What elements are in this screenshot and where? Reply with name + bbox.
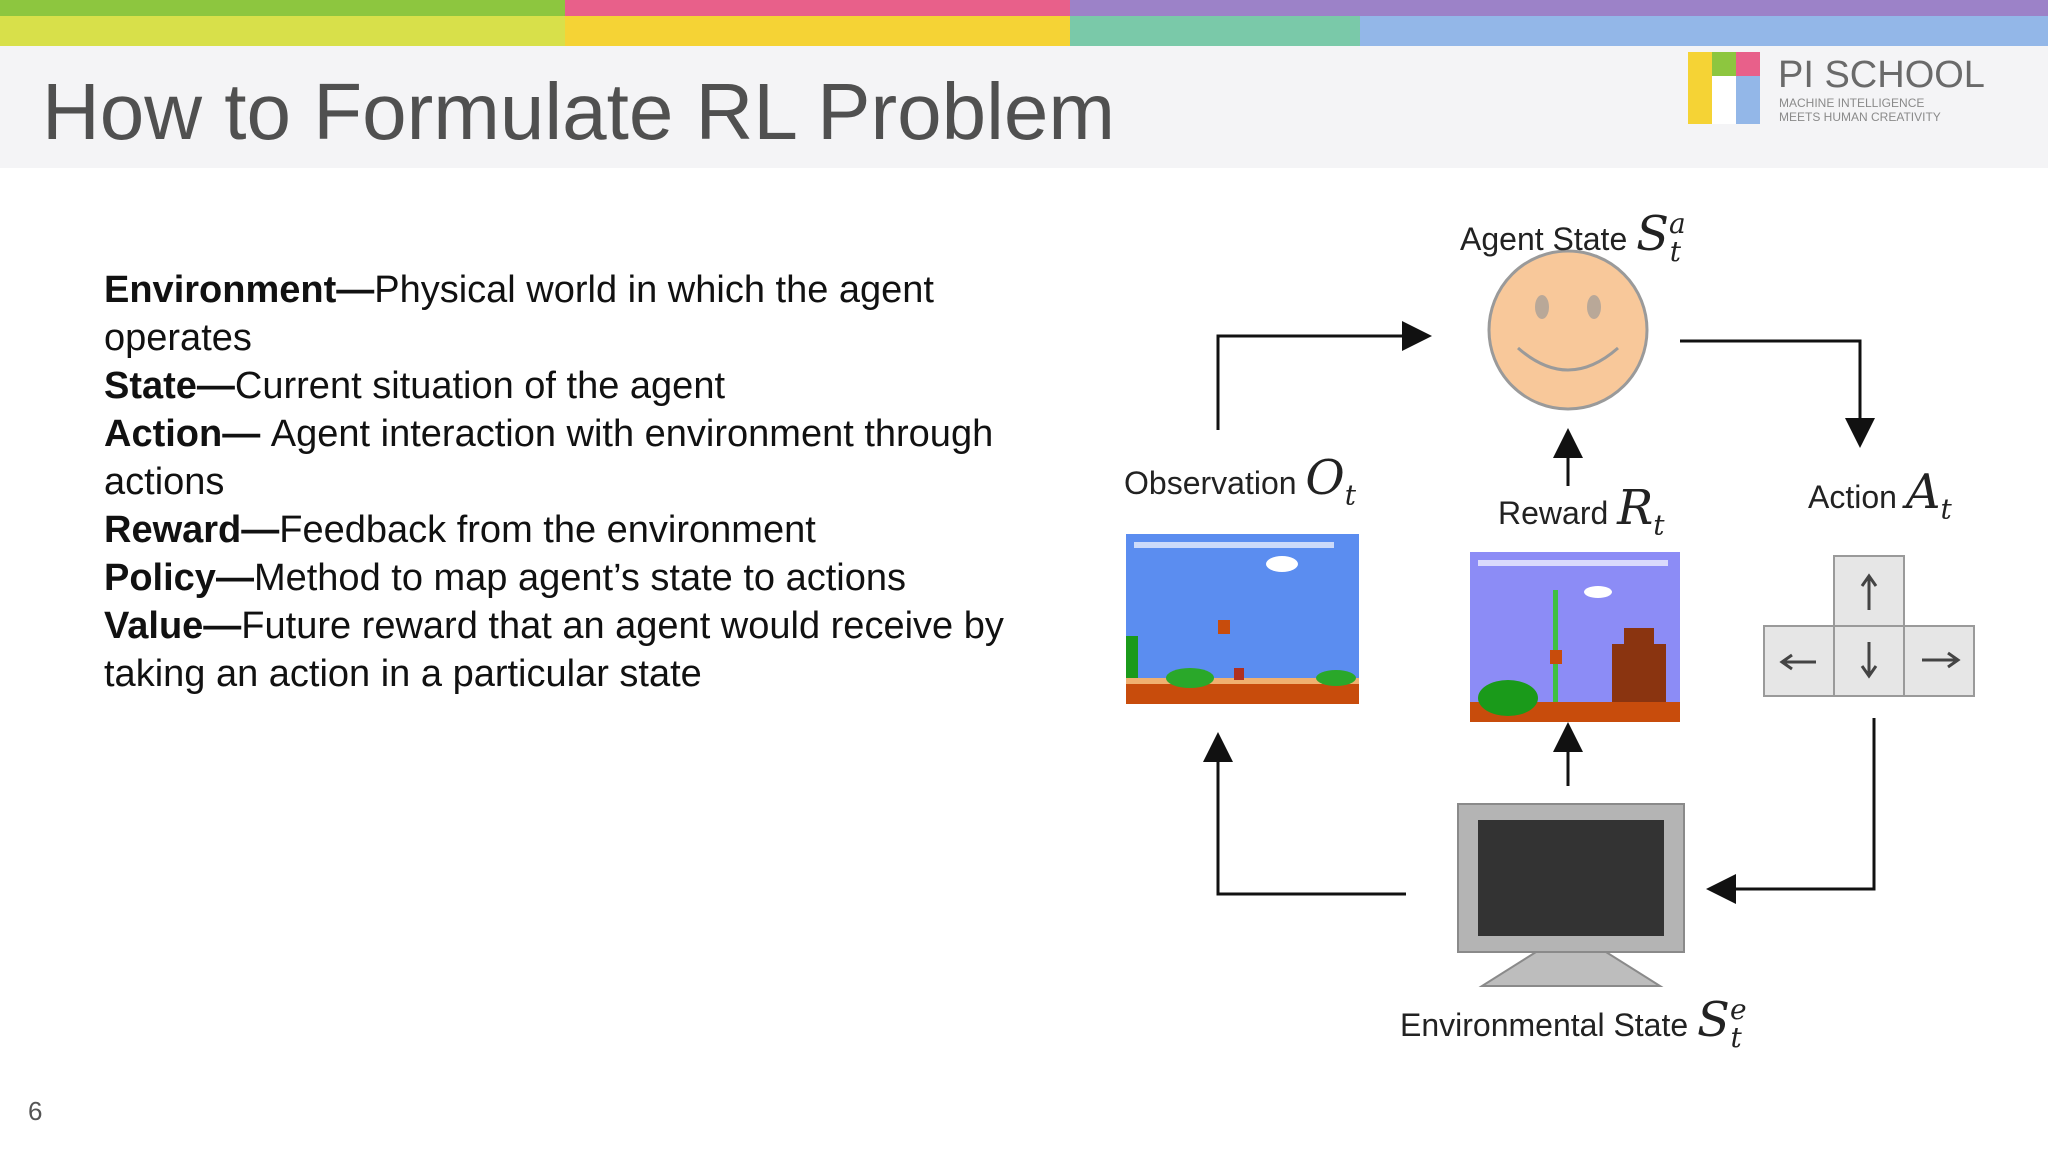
observation-game-screenshot-icon — [1126, 534, 1359, 704]
definition-item: Environment—Physical world in which the … — [104, 266, 1024, 362]
reward-label: Reward Rt — [1498, 480, 1665, 542]
slide-title: How to Formulate RL Problem — [42, 62, 1115, 162]
computer-monitor-icon — [1458, 804, 1684, 986]
definition-item: State—Current situation of the agent — [104, 362, 1024, 410]
definition-item: Action— Agent interaction with environme… — [104, 410, 1024, 506]
logo-tagline: MACHINE INTELLIGENCE MEETS HUMAN CREATIV… — [1779, 96, 1941, 124]
observation-label: Observation Ot — [1124, 450, 1356, 512]
logo-name: PI SCHOOL — [1778, 54, 1985, 97]
pi-school-logo: PI SCHOOL MACHINE INTELLIGENCE MEETS HUM… — [1688, 50, 2028, 130]
page-number: 6 — [28, 1096, 42, 1127]
environmental-state-symbol: Set — [1697, 992, 1742, 1048]
pi-school-logo-mark-icon — [1688, 52, 1760, 124]
agent-state-label: Agent State Sat — [1460, 206, 1681, 268]
definition-item: Policy—Method to map agent’s state to ac… — [104, 554, 1024, 602]
action-to-env-arrow — [1712, 718, 1874, 889]
observation-symbol: Ot — [1305, 450, 1356, 506]
definition-item: Reward—Feedback from the environment — [104, 506, 1024, 554]
rl-loop-diagram: Agent State Sat Observation Ot Reward Rt… — [1100, 180, 2000, 1080]
agent-state-symbol: Sat — [1636, 206, 1681, 262]
action-symbol: At — [1906, 464, 1952, 520]
reward-symbol: Rt — [1617, 480, 1664, 536]
observation-to-agent-arrow — [1218, 336, 1426, 430]
env-to-observation-arrow — [1218, 738, 1406, 894]
action-label: Action At — [1808, 464, 1952, 526]
top-color-band — [0, 0, 2048, 46]
definitions-list: Environment—Physical world in which the … — [104, 266, 1024, 698]
definition-item: Value—Future reward that an agent would … — [104, 602, 1024, 698]
smiley-face-icon — [1489, 251, 1647, 409]
arrow-keys-icon — [1764, 556, 1974, 696]
agent-to-action-arrow — [1680, 341, 1860, 442]
reward-game-screenshot-icon — [1470, 552, 1680, 722]
environmental-state-label: Environmental State Set — [1400, 992, 1742, 1054]
